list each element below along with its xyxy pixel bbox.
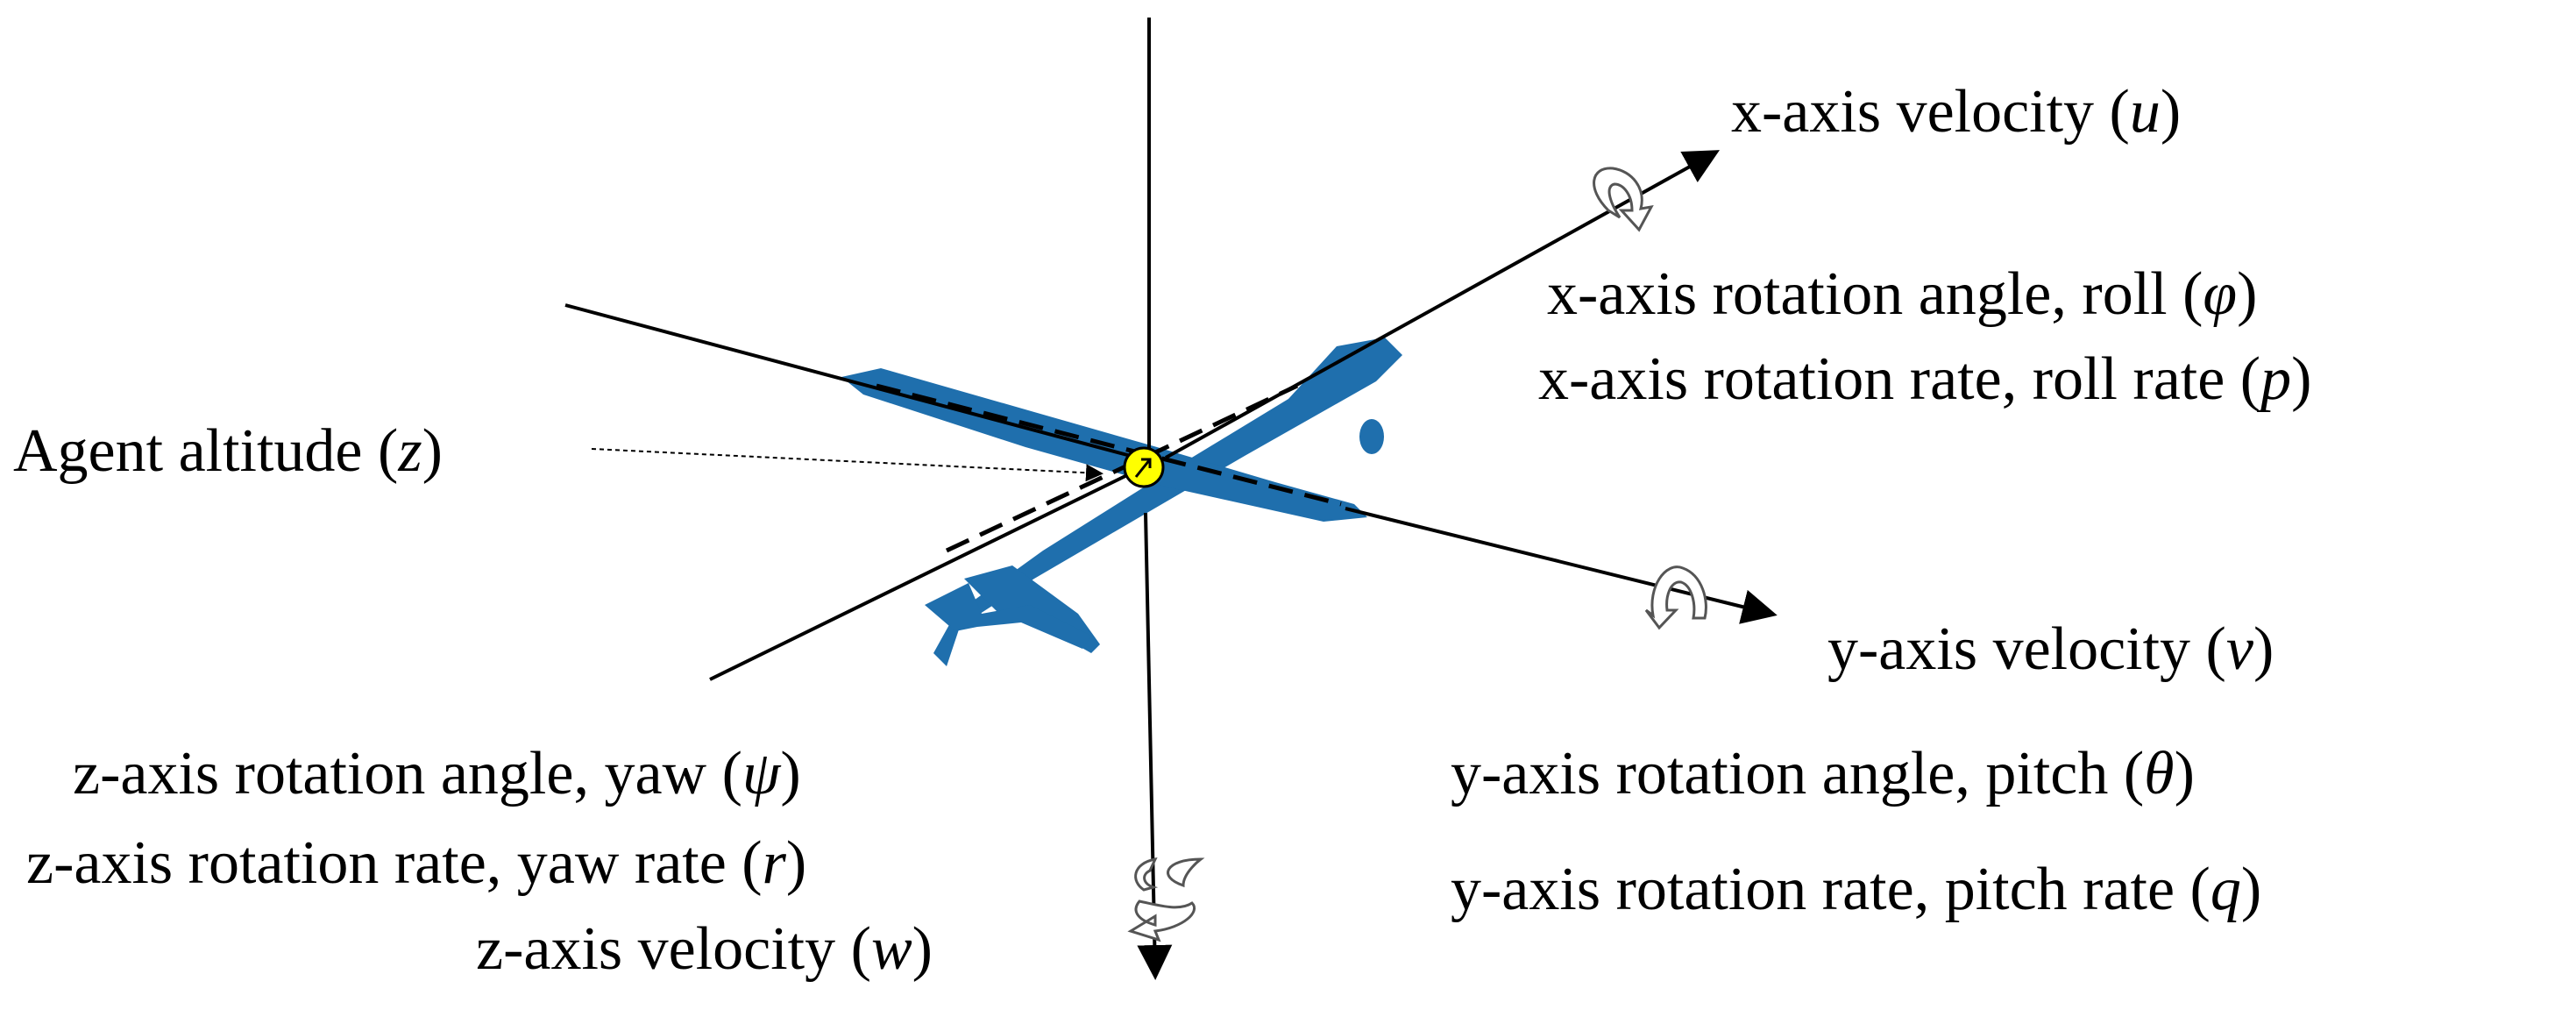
center-marker-icon <box>1123 446 1165 488</box>
label-agent-altitude: Agent altitude (z) <box>13 417 443 485</box>
altitude-leader-line <box>591 448 1103 482</box>
label-x-roll-angle: x-axis rotation angle, roll (φ) <box>1547 260 2257 328</box>
aircraft-icon <box>841 338 1402 666</box>
z-axis-lower <box>1137 512 1173 980</box>
axis-lines <box>564 18 1778 980</box>
roll-rotation-icon <box>1593 167 1654 232</box>
label-z-yaw-rate: z-axis rotation rate, yaw rate (r) <box>26 829 806 897</box>
label-x-velocity: x-axis velocity (u) <box>1731 78 2181 146</box>
y-axis-dashed <box>876 383 1342 507</box>
x-axis-dashed <box>945 383 1299 553</box>
yaw-rotation-icon <box>1127 857 1205 942</box>
y-axis-upper <box>564 303 1132 458</box>
label-y-velocity: y-axis velocity (v) <box>1827 615 2274 683</box>
label-y-pitch-angle: y-axis rotation angle, pitch (θ) <box>1451 740 2195 807</box>
x-axis-lower <box>709 472 1132 681</box>
label-y-pitch-rate: y-axis rotation rate, pitch rate (q) <box>1451 856 2261 923</box>
label-z-velocity: z-axis velocity (w) <box>476 915 933 983</box>
label-x-roll-rate: x-axis rotation rate, roll rate (p) <box>1538 345 2311 413</box>
y-axis-lower <box>1345 507 1778 624</box>
pitch-rotation-icon <box>1644 565 1707 630</box>
label-z-yaw-angle: z-axis rotation angle, yaw (ψ) <box>73 740 801 807</box>
